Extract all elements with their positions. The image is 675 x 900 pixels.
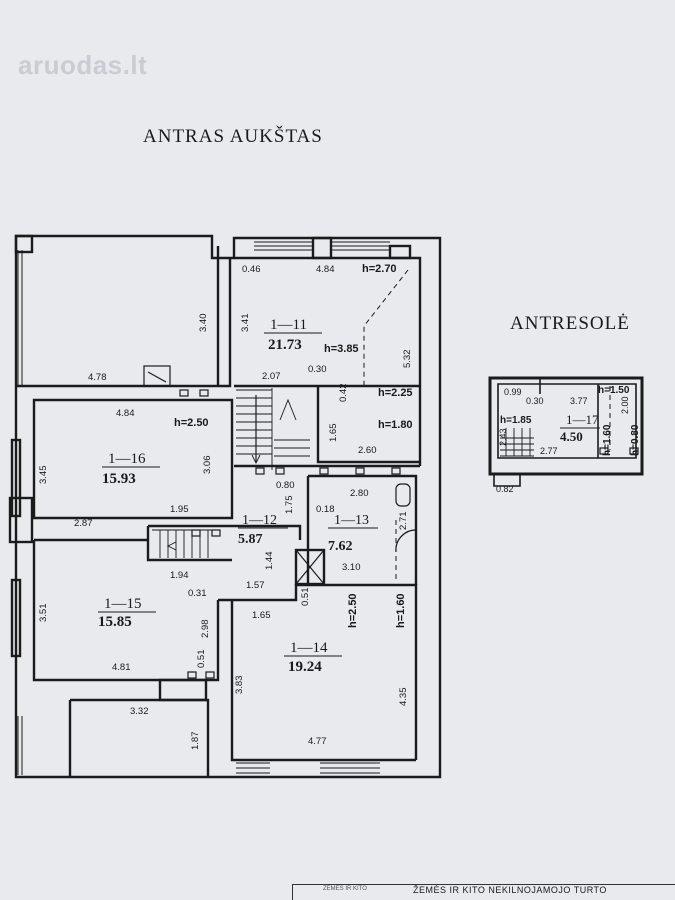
dimension-label: 2.60	[358, 445, 377, 456]
plan-fixtures	[143, 365, 639, 679]
dimension-label: 0.80	[276, 480, 295, 491]
room-label-1-14-area: 19.24	[288, 659, 322, 675]
plan-height-labels: h=2.70 h=3.85 h=2.25 h=1.80 h=2.50 h=2.5…	[174, 263, 641, 628]
dimension-label: 4.84	[116, 408, 135, 419]
dimension-label: 4.81	[112, 662, 131, 673]
dimension-label: 0.31	[188, 588, 207, 599]
dimension-label: 2.07	[262, 371, 281, 382]
dimension-label: 2.43	[498, 428, 508, 446]
room-label-1-15-area: 15.85	[98, 614, 132, 630]
floor-title: ANTRAS AUKŠTAS	[143, 126, 323, 147]
dimension-label: 0.51	[196, 650, 207, 669]
dimension-label: 3.51	[38, 604, 49, 623]
dimension-label: 1.65	[252, 610, 271, 621]
dimension-label: 1.75	[284, 496, 295, 515]
height-label: h=1.80	[378, 419, 413, 431]
dimension-label: 1.95	[170, 504, 189, 515]
room-label-1-17-area: 4.50	[560, 429, 583, 444]
dimension-label: 2.80	[350, 488, 369, 499]
dimension-label: 4.77	[308, 736, 327, 747]
room-label-1-15-id: 1—15	[104, 596, 142, 612]
dimension-label: 2.87	[74, 518, 93, 529]
height-label: h=2.50	[174, 417, 209, 429]
dimension-label: 4.78	[88, 372, 107, 383]
dimension-label: 1.57	[246, 580, 265, 591]
dimension-label: 0.46	[242, 264, 261, 275]
dimension-label: 0.82	[496, 484, 514, 494]
room-label-1-13-id: 1—13	[334, 513, 369, 528]
plan-room-labels: 1—11 21.73 1—16 15.93 1—12 5.87 1—13 7.6…	[98, 317, 600, 675]
dimension-label: 1.94	[170, 570, 189, 581]
dimension-label: 2.77	[540, 446, 558, 456]
footer-small-text: ŽEMĖS IR KITO	[323, 886, 367, 892]
dimension-label: 5.32	[402, 350, 413, 369]
dimension-label: 3.41	[240, 314, 251, 333]
room-label-1-12-id: 1—12	[242, 513, 277, 528]
dimension-label: 0.18	[316, 504, 335, 515]
height-label: h=1.50	[598, 385, 630, 396]
dimension-label: 0.51	[300, 588, 311, 607]
room-label-1-14-id: 1—14	[290, 640, 328, 656]
dimension-label: 3.45	[38, 466, 49, 485]
dimension-label: 0.30	[526, 396, 544, 406]
dimension-label: 0.30	[308, 364, 327, 375]
room-label-1-11-area: 21.73	[268, 337, 302, 353]
height-label: h=2.25	[378, 387, 413, 399]
dimension-label: 0.99	[504, 387, 522, 397]
dimension-label: 1.44	[264, 552, 275, 571]
dimension-label: 2.98	[200, 620, 211, 639]
dimension-label: 3.83	[234, 676, 245, 695]
room-label-1-16-area: 15.93	[102, 471, 136, 487]
dimension-label: 4.35	[398, 688, 409, 707]
height-label: h=2.50	[347, 593, 359, 628]
room-label-1-12-area: 5.87	[238, 532, 263, 547]
watermark-logo: aruodas.lt	[18, 50, 148, 80]
dimension-label: 2.00	[620, 396, 630, 414]
room-label-1-17-id: 1—17	[566, 412, 599, 427]
footer-title: ŽEMĖS IR KITO NEKILNOJAMOJO TURTO	[413, 885, 607, 895]
dimension-label: 0.42	[338, 384, 349, 403]
room-label-1-11-id: 1—11	[270, 317, 307, 333]
plan-walls	[8, 234, 644, 779]
dimension-label: 3.77	[570, 396, 588, 406]
height-label: h=1.60	[395, 593, 407, 628]
dimension-label: 3.32	[130, 706, 149, 717]
dimension-label: 3.10	[342, 562, 361, 573]
plan-windows	[17, 241, 390, 775]
room-label-1-13-area: 7.62	[328, 539, 353, 554]
dimension-label: 2.71	[398, 512, 409, 531]
plan-dimension-labels: 0.46 4.84 3.40 3.41 5.32 4.78 2.07 0.30 …	[38, 264, 630, 750]
height-label: h=1.85	[500, 415, 532, 426]
room-label-1-16-id: 1—16	[108, 451, 146, 467]
footer-stamp: ŽEMĖS IR KITO ŽEMĖS IR KITO NEKILNOJAMOJ…	[292, 884, 675, 900]
dimension-label: 3.40	[198, 314, 209, 333]
height-label: h=0.80	[630, 424, 641, 456]
dimension-label: 1.65	[328, 424, 339, 443]
dimension-label: 1.87	[190, 732, 201, 751]
height-label: h=3.85	[324, 343, 359, 355]
plan-stairs	[152, 388, 534, 558]
dimension-label: 3.06	[202, 456, 213, 475]
dimension-label: 4.84	[316, 264, 335, 275]
mezzanine-title: ANTRESOLĖ	[510, 313, 630, 334]
height-label: h=1.60	[602, 424, 613, 456]
height-label: h=2.70	[362, 263, 397, 275]
